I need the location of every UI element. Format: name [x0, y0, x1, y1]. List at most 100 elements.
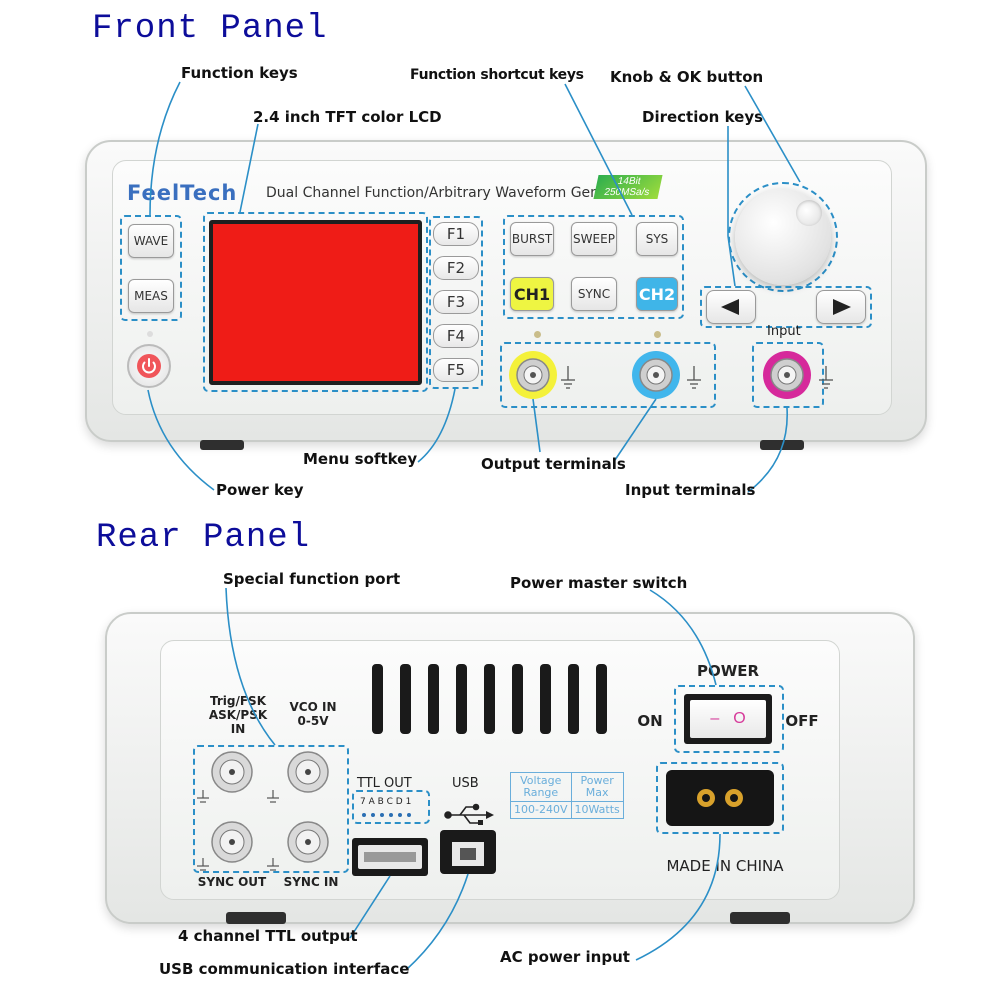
power-button[interactable] — [127, 344, 171, 388]
callout-output-terminals: Output terminals — [481, 455, 626, 473]
input-label: Input — [767, 324, 801, 339]
power-switch-group — [674, 685, 784, 753]
trig-fsk-in-bnc[interactable] — [211, 751, 253, 793]
callout-knob-ok-button: Knob & OK button — [610, 68, 764, 86]
spec-power-header-line2: Max — [585, 786, 609, 799]
ch2-button[interactable]: CH2 — [636, 277, 678, 311]
spec-voltage-header-line1: Voltage — [520, 774, 562, 787]
sys-button[interactable]: SYS — [636, 222, 678, 256]
ground-icon — [687, 366, 701, 389]
trig-label-line1: Trig/FSK — [209, 694, 266, 708]
leader-power-key — [147, 389, 215, 491]
burst-button[interactable]: BURST — [510, 222, 554, 256]
leader-output-terminals-2 — [614, 398, 657, 461]
usb-b-port[interactable] — [440, 830, 496, 874]
output-terminals-group — [500, 342, 716, 408]
vent-slot — [456, 664, 467, 734]
vent-slot — [512, 664, 523, 734]
leader-special-function-port — [225, 587, 276, 746]
sweep-button[interactable]: SWEEP — [571, 222, 617, 256]
leader-shortcut-keys — [564, 83, 633, 216]
vco-label-line2: 0-5V — [297, 714, 329, 728]
vent-slot — [372, 664, 383, 734]
ac-socket-holes — [697, 789, 743, 807]
f5-key[interactable]: F5 — [433, 358, 479, 382]
vco-in-bnc[interactable] — [287, 751, 329, 793]
vent-slot — [568, 664, 579, 734]
power-master-switch[interactable]: – O — [684, 694, 772, 744]
front-panel-title: Front Panel — [92, 10, 328, 48]
sync-button[interactable]: SYNC — [571, 277, 617, 311]
special-function-port-group — [193, 745, 349, 873]
callout-lcd: 2.4 inch TFT color LCD — [253, 108, 442, 126]
sync-in-bnc[interactable] — [287, 821, 329, 863]
ground-icon — [197, 790, 279, 871]
ch1-button[interactable]: CH1 — [510, 277, 554, 311]
direction-keys-group — [700, 286, 872, 328]
spec-voltage-value: 100-240V — [510, 801, 572, 819]
wave-button[interactable]: WAVE — [128, 224, 174, 258]
ttl-pin-dots — [362, 813, 411, 817]
power-icon — [137, 354, 161, 378]
trig-label-line3: IN — [230, 722, 246, 736]
ttl-output-connector[interactable] — [352, 838, 428, 876]
callout-input-terminals: Input terminals — [625, 481, 756, 499]
power-off-label: OFF — [785, 712, 819, 730]
input-terminal-group — [752, 342, 824, 408]
left-arrow-icon — [721, 299, 739, 315]
knob-group — [728, 182, 838, 292]
callout-usb-communication-interface: USB communication interface — [159, 960, 410, 978]
input-bnc[interactable] — [763, 351, 811, 399]
sync-out-label: SYNC OUT — [197, 875, 267, 889]
front-foot-left — [200, 440, 244, 450]
leader-direction-keys — [727, 126, 736, 287]
right-arrow-button[interactable] — [816, 290, 866, 324]
tft-lcd-screen — [209, 220, 422, 385]
usb-label: USB — [452, 776, 479, 791]
leader-input-terminals — [747, 407, 788, 493]
ttl-out-label: TTL OUT — [357, 776, 412, 791]
lcd-group — [203, 212, 428, 392]
function-keys-group — [120, 215, 182, 321]
callout-special-function-port: Special function port — [223, 570, 401, 588]
vent-slot — [596, 664, 607, 734]
callout-4-channel-ttl-output: 4 channel TTL output — [178, 927, 358, 945]
leader-output-terminals-1 — [532, 398, 541, 453]
switch-off-mark: – — [710, 710, 720, 727]
front-leader-lines — [147, 81, 801, 493]
trig-fsk-label: Trig/FSK ASK/PSK IN — [200, 694, 276, 736]
callout-direction-keys: Direction keys — [642, 108, 764, 126]
spec-power-value: 10Watts — [570, 801, 624, 819]
ch1-output-bnc[interactable] — [509, 351, 557, 399]
menu-softkey-group — [429, 216, 483, 389]
ch2-output-bnc[interactable] — [632, 351, 680, 399]
f2-key[interactable]: F2 — [433, 256, 479, 280]
f4-key[interactable]: F4 — [433, 324, 479, 348]
callout-menu-softkey: Menu softkey — [303, 450, 418, 468]
callout-power-master-switch: Power master switch — [510, 574, 688, 592]
spec-voltage-header-line2: Range — [523, 786, 559, 799]
vco-label-line1: VCO IN — [289, 700, 337, 714]
ground-icon — [561, 366, 575, 389]
meas-button[interactable]: MEAS — [128, 279, 174, 313]
f1-key[interactable]: F1 — [433, 222, 479, 246]
vco-in-label: VCO IN 0-5V — [282, 700, 344, 728]
ac-power-socket[interactable] — [666, 770, 774, 826]
f3-key[interactable]: F3 — [433, 290, 479, 314]
leader-menu-softkey — [417, 388, 456, 463]
shortcut-keys-group — [503, 215, 684, 319]
ch2-led — [654, 331, 661, 338]
ok-button[interactable] — [796, 200, 822, 226]
sync-out-bnc[interactable] — [211, 821, 253, 863]
rear-panel-title: Rear Panel — [96, 519, 311, 557]
leader-usb-interface — [405, 873, 469, 971]
rear-leader-lines — [225, 587, 721, 971]
brand-logo: FeelTech — [127, 181, 238, 205]
vent-slot — [484, 664, 495, 734]
left-arrow-button[interactable] — [706, 290, 756, 324]
ground-icon — [819, 366, 833, 389]
